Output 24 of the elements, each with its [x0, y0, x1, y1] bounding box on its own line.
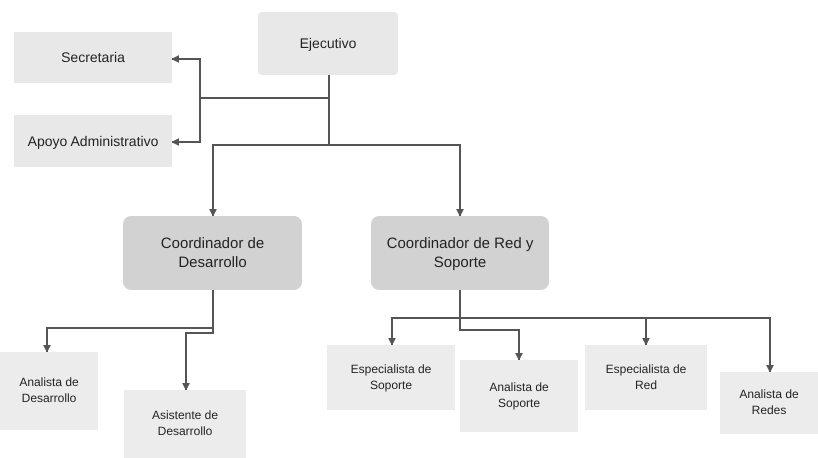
org-box — [371, 216, 549, 290]
role-label: Coordinador de Desarrollo — [160, 234, 266, 272]
org-box — [327, 345, 455, 410]
org-box — [258, 12, 398, 75]
org-box — [0, 352, 98, 430]
org-box — [585, 345, 707, 410]
org-box — [123, 216, 302, 290]
org-box — [14, 115, 172, 167]
role-label: Asistente de Desarrollo — [150, 408, 220, 440]
role-label: Coordinador de Red y Soporte — [386, 234, 534, 272]
role-label: Especialista de Soporte — [350, 362, 432, 394]
role-label: Analista de Redes — [738, 387, 800, 419]
role-label: Apoyo Administrativo — [28, 132, 158, 150]
role-label: Analista de Soporte — [488, 380, 550, 412]
arrow — [459, 290, 774, 373]
arrow — [328, 75, 464, 217]
org-box — [720, 372, 818, 434]
role-label: Analista de Desarrollo — [18, 375, 80, 407]
role-label: Ejecutivo — [300, 34, 356, 53]
org-box — [460, 360, 578, 432]
role-label: Secretaria — [61, 48, 125, 67]
org-box — [14, 32, 172, 83]
org-box — [124, 390, 246, 458]
role-label: Especialista de Red — [604, 362, 688, 394]
